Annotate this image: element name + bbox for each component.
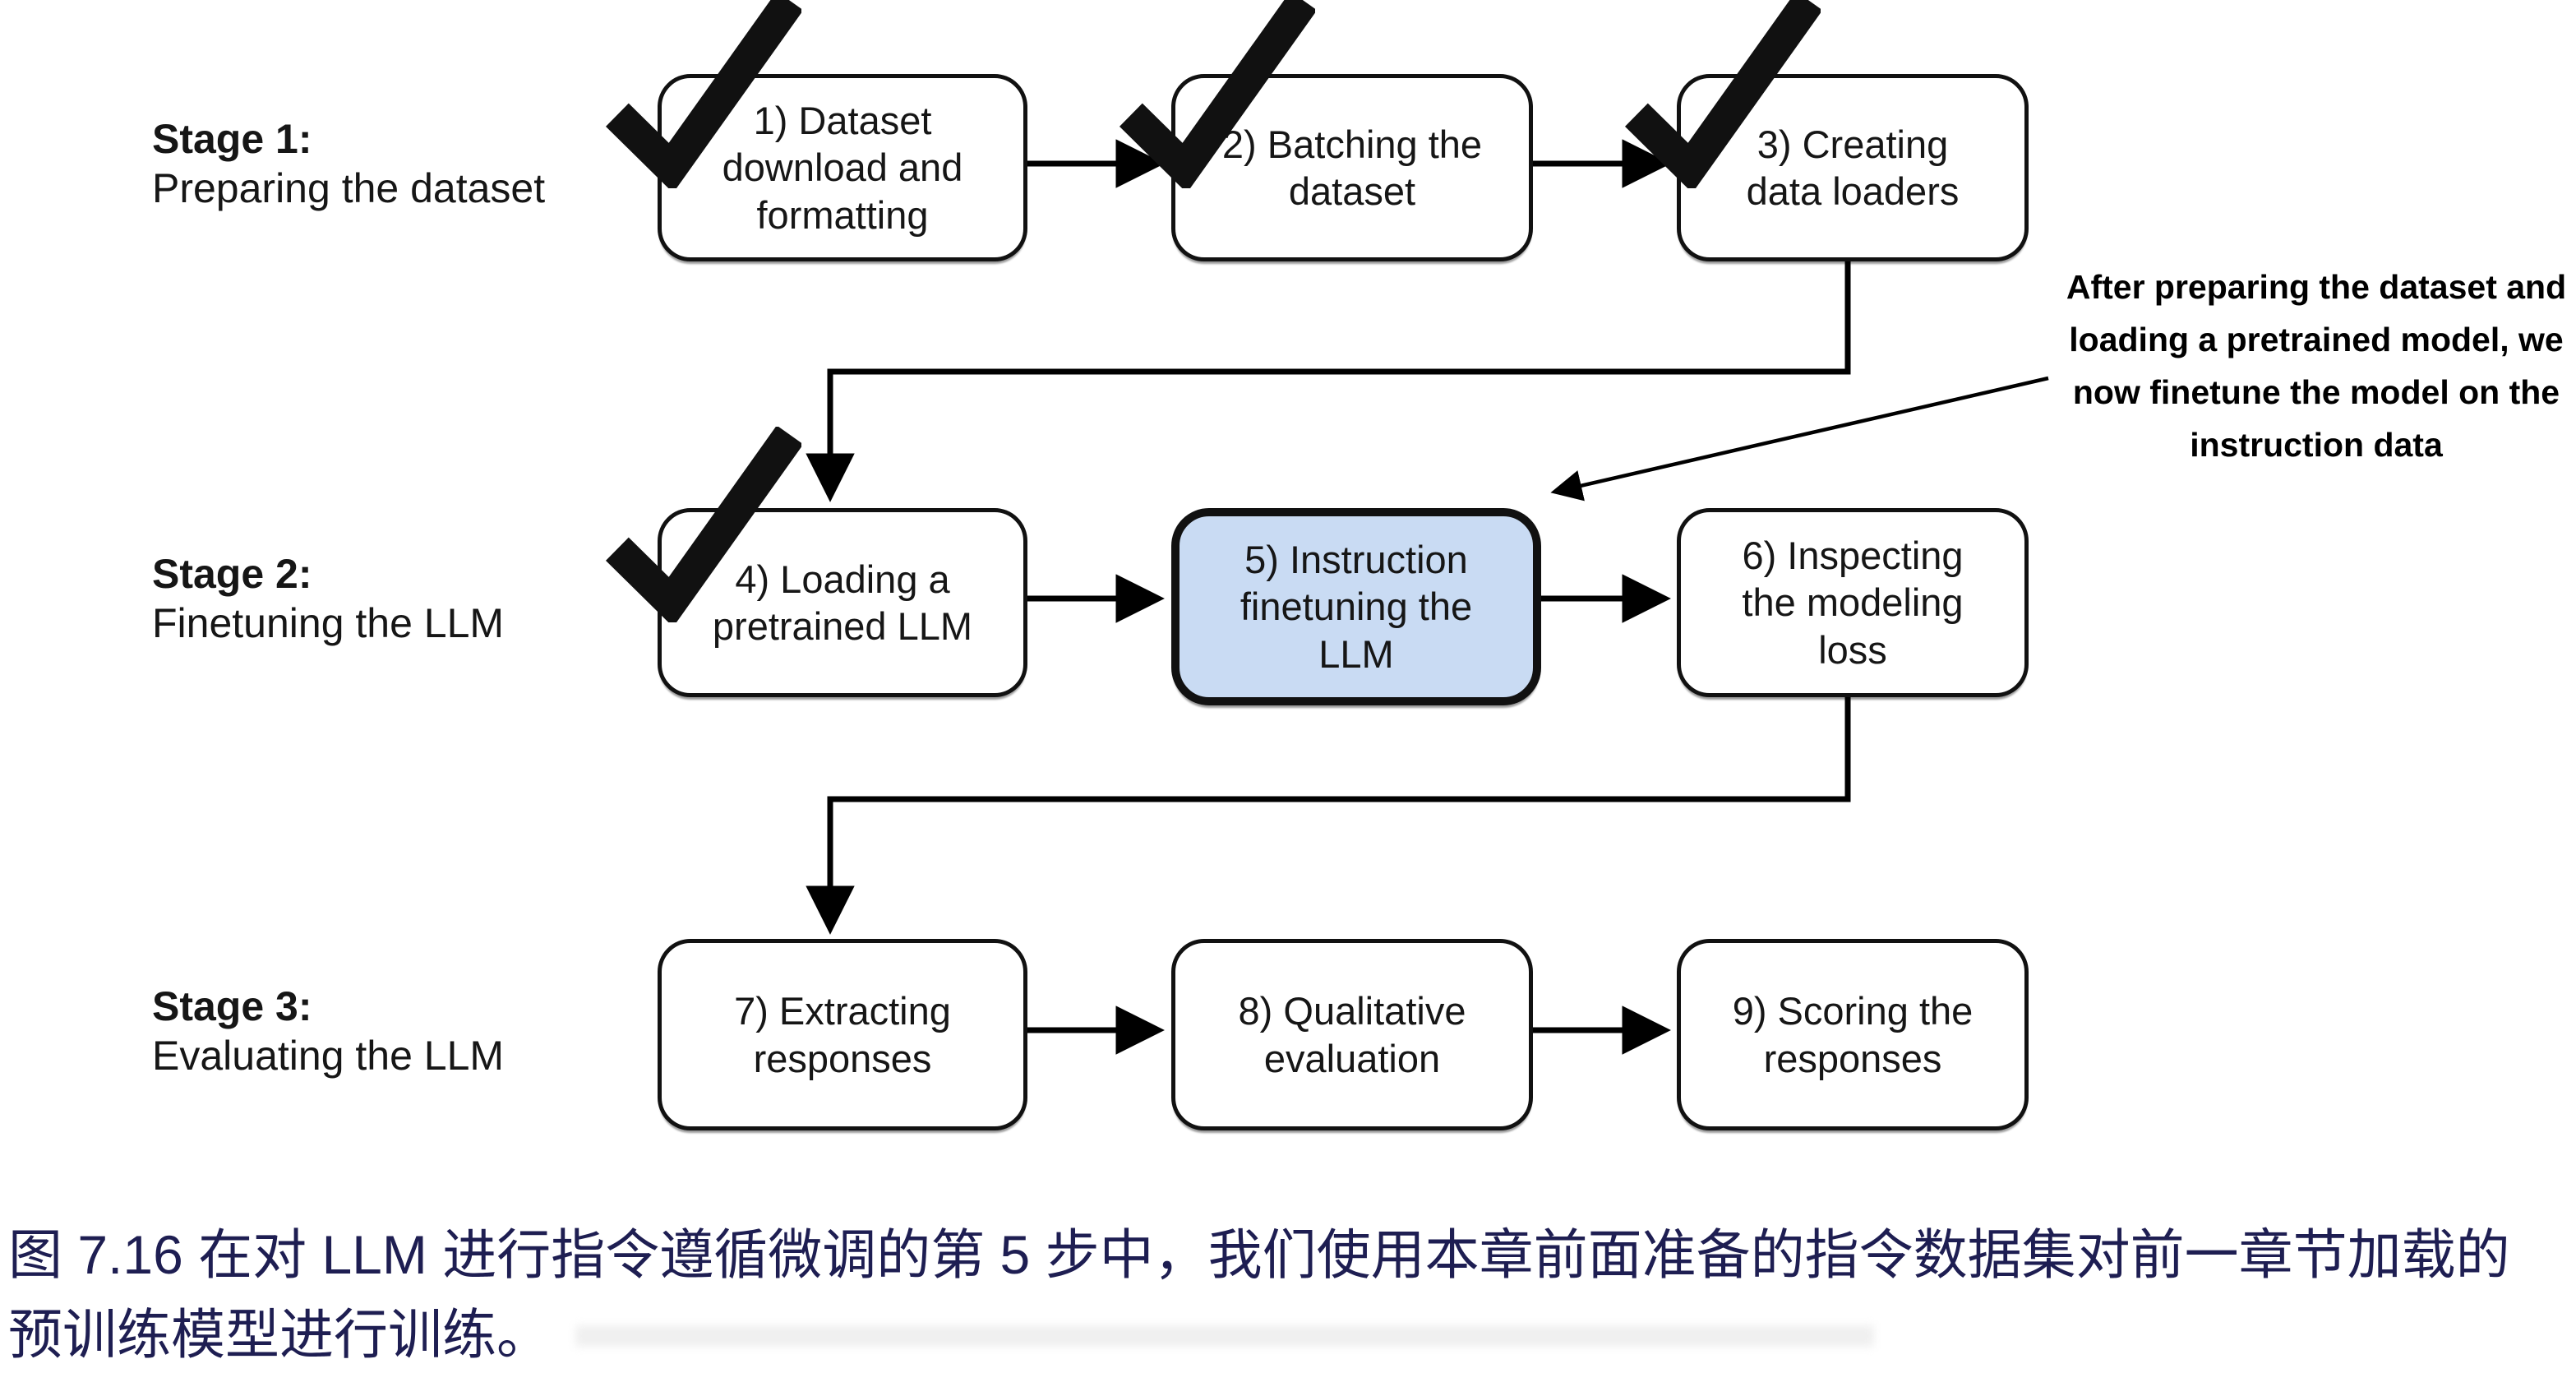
bottom-grey-strip xyxy=(575,1325,1874,1347)
stage-1-label: Stage 1: Preparing the dataset xyxy=(152,74,645,253)
checkmark-icon xyxy=(606,0,801,188)
annotation-arrow xyxy=(1550,376,2049,502)
stage-2-subtitle: Finetuning the LLM xyxy=(152,600,505,646)
stage-2-title: Stage 2: xyxy=(152,551,312,597)
checkmark-icon xyxy=(606,427,801,622)
figure-caption: 图 7.16 在对 LLM 进行指令遵循微调的第 5 步中，我们使用本章前面准备… xyxy=(8,1224,2510,1366)
stage-3-title: Stage 3: xyxy=(152,982,312,1029)
stage-1-subtitle: Preparing the dataset xyxy=(152,165,546,211)
stage-2-label: Stage 2: Finetuning the LLM xyxy=(152,508,645,689)
stage-3-label: Stage 3: Evaluating the LLM xyxy=(152,939,645,1122)
checkmark-icon xyxy=(1119,0,1315,188)
stage-3-subtitle: Evaluating the LLM xyxy=(152,1032,505,1079)
stage-1-title: Stage 1: xyxy=(152,116,312,162)
connector-3-to-4 xyxy=(806,255,1851,502)
checkmark-icon xyxy=(1625,0,1821,188)
connector-6-to-7 xyxy=(806,691,1851,935)
